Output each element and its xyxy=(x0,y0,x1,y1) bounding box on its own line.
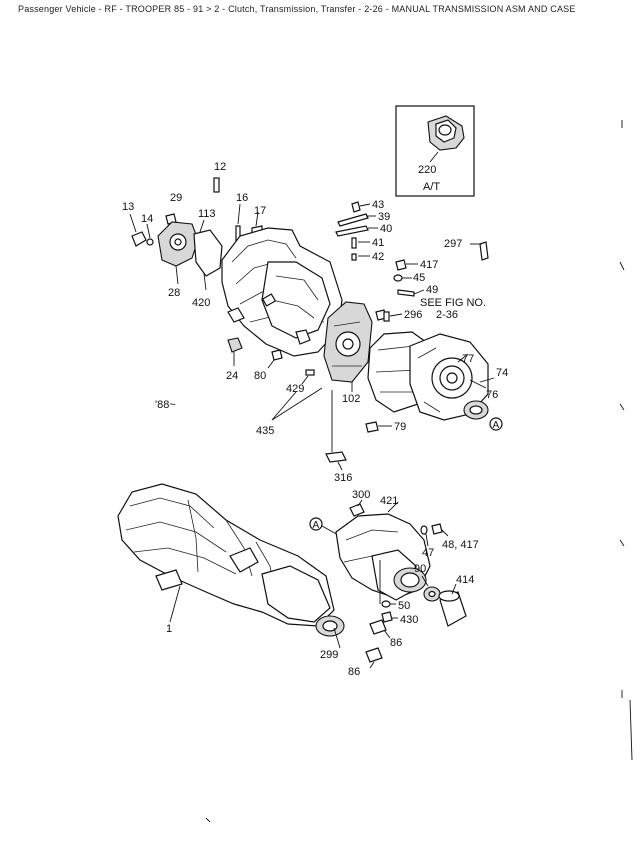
bolt-80 xyxy=(271,349,283,361)
pin-41 xyxy=(351,237,357,249)
label-43: 43 xyxy=(372,199,384,211)
label-102: 102 xyxy=(342,393,360,405)
label-12: 12 xyxy=(214,161,226,173)
label-435: 435 xyxy=(256,425,274,437)
lower-transmission-assembly: A xyxy=(117,483,467,669)
gasket-316 xyxy=(325,451,347,463)
label-16: 16 xyxy=(236,192,248,204)
bolt-430 xyxy=(381,611,393,623)
cover-24 xyxy=(227,337,243,353)
inset-part-number: 220 xyxy=(418,164,436,176)
bolt-417 xyxy=(395,259,407,271)
label-49: 49 xyxy=(426,284,438,296)
label-40: 40 xyxy=(380,223,392,235)
circle-marker-upper-letter: A xyxy=(493,420,500,431)
gasket-420 xyxy=(193,229,223,277)
bolt-86-b xyxy=(365,647,383,663)
bolt-13 xyxy=(131,231,147,247)
label-300: 300 xyxy=(352,489,370,501)
label-17: 17 xyxy=(254,205,266,217)
label-420: 420 xyxy=(192,297,210,309)
label-80: 80 xyxy=(254,370,266,382)
label-see-fig: SEE FIG NO. xyxy=(420,297,486,309)
label-41: 41 xyxy=(372,237,384,249)
label-see-fig-ref: 2-36 xyxy=(436,309,458,321)
scan-marks xyxy=(205,120,633,823)
header-title: Passenger Vehicle - RF - TROOPER 85 - 91… xyxy=(18,4,576,14)
inset-part-drawing xyxy=(427,115,465,163)
label-417: 417 xyxy=(420,259,438,271)
plug-45 xyxy=(393,274,403,282)
label-13: 13 xyxy=(122,201,134,213)
label-79: 79 xyxy=(394,421,406,433)
label-47: 47 xyxy=(422,547,434,559)
label-297: 297 xyxy=(444,238,462,250)
callout-labels: 12 13 14 29 113 16 17 28 420 43 39 40 41… xyxy=(122,161,508,678)
label-1: 1 xyxy=(166,623,172,635)
label-50: 50 xyxy=(398,600,410,612)
label-76: 76 xyxy=(486,389,498,401)
label-430: 430 xyxy=(400,614,418,626)
label-39: 39 xyxy=(378,211,390,223)
label-29: 29 xyxy=(170,192,182,204)
label-45: 45 xyxy=(413,272,425,284)
label-42: 42 xyxy=(372,251,384,263)
inset-caption: A/T xyxy=(423,181,440,193)
label-86-b: 86 xyxy=(348,666,360,678)
label-77: 77 xyxy=(462,353,474,365)
label-74: 74 xyxy=(496,367,508,379)
label-414: 414 xyxy=(456,574,474,586)
label-24: 24 xyxy=(226,370,238,382)
label-86-a: 86 xyxy=(390,637,402,649)
label-28: 28 xyxy=(168,287,180,299)
ring-50 xyxy=(381,600,391,608)
label-429: 429 xyxy=(286,383,304,395)
bolt-48 xyxy=(431,523,443,535)
circle-marker-lower xyxy=(309,517,323,531)
label-299: 299 xyxy=(320,649,338,661)
plug-429 xyxy=(305,369,315,376)
bolt-297 xyxy=(479,241,489,261)
model-note: '88~ xyxy=(155,399,176,411)
circle-marker-upper xyxy=(489,417,503,431)
bolt-300 xyxy=(349,503,365,517)
label-113: 113 xyxy=(198,208,216,220)
washer-14 xyxy=(146,238,154,246)
upper-extension-case: A xyxy=(227,331,503,471)
bolt-43 xyxy=(351,201,361,213)
inset-box: 220 A/T xyxy=(395,105,475,197)
label-421: 421 xyxy=(380,495,398,507)
plug-47 xyxy=(420,525,428,535)
label-48-417: 48, 417 xyxy=(442,539,479,551)
lever-39 xyxy=(337,213,369,227)
front-cover-parts xyxy=(129,177,263,291)
pin-49 xyxy=(397,289,415,297)
pin-12 xyxy=(213,177,220,193)
bolt-86-a xyxy=(369,619,387,635)
header-bar: Passenger Vehicle - RF - TROOPER 85 - 91… xyxy=(0,0,640,22)
upper-transmission-case xyxy=(221,227,343,357)
bolt-79 xyxy=(365,421,379,433)
ring-42 xyxy=(351,253,357,261)
circle-marker-lower-letter: A xyxy=(313,520,320,531)
label-14: 14 xyxy=(141,213,153,225)
lever-40 xyxy=(335,225,369,237)
label-296: 296 xyxy=(404,309,422,321)
label-90: 90 xyxy=(414,563,426,575)
label-316: 316 xyxy=(334,472,352,484)
intermediate-plate xyxy=(323,201,489,383)
plug-296 xyxy=(383,311,390,322)
